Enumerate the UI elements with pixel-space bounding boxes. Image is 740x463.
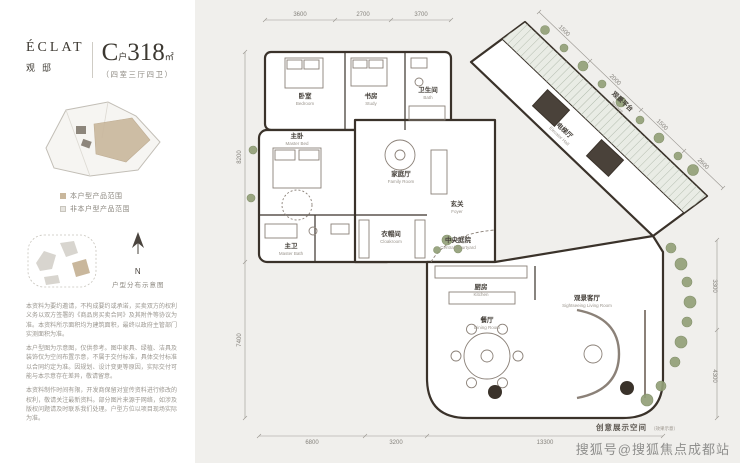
keyplan-core xyxy=(80,138,92,149)
header-divider xyxy=(91,42,93,78)
svg-text:7400: 7400 xyxy=(237,333,243,347)
room-label-family: 家庭厅 xyxy=(391,169,411,178)
room-label-courtyard: 中央庭院 xyxy=(445,235,472,244)
unit-block: C户318㎡ （四室三厅四卫） xyxy=(102,40,174,80)
elevator-cores xyxy=(531,89,625,177)
keyplan-core xyxy=(76,126,86,134)
room-sublabel-cloak: Cloakroom xyxy=(380,239,402,244)
compass-row: N 户型分布示意图 xyxy=(26,230,181,289)
courtyard-glass-line xyxy=(430,229,496,263)
svg-text:8200: 8200 xyxy=(237,150,243,164)
site-boundary xyxy=(27,234,97,288)
legend-item-other: 非本户型产品范围 xyxy=(60,204,181,214)
keyplan-unit-highlight xyxy=(93,117,151,163)
plan-note-sub: （效果示意） xyxy=(651,425,678,432)
unit-type: C xyxy=(101,39,119,66)
room-sublabel-courtyard: Central Courtyard xyxy=(440,245,476,250)
svg-text:6800: 6800 xyxy=(305,440,319,446)
legend-swatch-other xyxy=(60,206,66,212)
room-label-master-bed: 主卧 xyxy=(291,131,305,140)
columns xyxy=(488,381,634,399)
room-sublabel-foyer: Foyer xyxy=(451,209,463,214)
room-label-living: 观景客厅 xyxy=(574,293,601,302)
site-diagram-block xyxy=(26,233,98,289)
info-panel: ÉCLAT 观邸 C户318㎡ （四室三厅四卫） xyxy=(0,0,195,463)
keyplan-wall-line xyxy=(65,109,91,177)
disclaimer-paragraph-3: 本资料制作时间有限，开发商保留对宣传资料进行修改的权利，敬请关注最新资料。部分图… xyxy=(26,388,177,423)
unit-title: C户318㎡ xyxy=(102,40,174,65)
svg-text:3700: 3700 xyxy=(414,12,428,18)
site-building-highlight xyxy=(72,259,90,277)
room-sublabel-bath-a: Bath xyxy=(423,95,433,100)
unit-layout: （四室三厅四卫） xyxy=(101,70,174,79)
legend-swatch-self xyxy=(60,193,66,199)
room-label-dining: 餐厅 xyxy=(480,315,495,324)
svg-text:1500: 1500 xyxy=(557,24,571,38)
unit-area: 318 xyxy=(127,39,165,66)
legend-item-self: 本户型产品范围 xyxy=(60,191,181,201)
keyplan-legend: 本户型产品范围 非本户型产品范围 xyxy=(60,191,181,214)
disclaimer-paragraph-2: 本户型图为示意图，仅供参考。图中家具、绿植、洁具及装饰仅为空间布置示意，不属于交… xyxy=(26,346,177,381)
room-label-cloak: 衣帽间 xyxy=(381,229,401,238)
brand-logo: ÉCLAT xyxy=(26,40,85,55)
room-sublabel-study: Study xyxy=(365,101,377,106)
svg-text:1500: 1500 xyxy=(655,118,669,132)
north-arrow xyxy=(132,232,145,248)
watermark: 搜狐号@搜狐焦点成都站 xyxy=(575,442,730,457)
plants xyxy=(246,25,699,407)
north-block: N 户型分布示意图 xyxy=(112,230,165,289)
keyplan xyxy=(32,96,181,185)
floorplan: 卧室 Bedroom 书房 Study 卫生间 Bath 家庭厅 Family … xyxy=(237,9,726,446)
terrace-hatch xyxy=(501,21,708,214)
unit-area-unit: ㎡ xyxy=(164,52,174,62)
site-diagram xyxy=(27,234,97,288)
room-sublabel-master-bed: Master Bed xyxy=(285,141,309,146)
furniture xyxy=(264,57,646,400)
room-sublabel-kitchen: Kitchen xyxy=(473,292,489,297)
unit-type-suffix: 户 xyxy=(118,52,128,62)
room-label-study: 书房 xyxy=(365,91,379,100)
site-building xyxy=(60,241,78,257)
legend-label-self: 本户型产品范围 xyxy=(70,193,123,200)
brand-block: ÉCLAT 观邸 xyxy=(26,40,85,74)
svg-text:3300: 3300 xyxy=(711,279,717,293)
room-label-master-bath: 主卫 xyxy=(285,241,299,250)
panel-header: ÉCLAT 观邸 C户318㎡ （四室三厅四卫） xyxy=(26,40,181,80)
north-label: N xyxy=(134,267,142,276)
keyplan-diagram xyxy=(45,101,161,177)
site-building xyxy=(44,275,60,285)
brand-subtitle: 观邸 xyxy=(26,63,59,73)
plan-note: 创意展示空间 xyxy=(595,422,647,432)
svg-text:4300: 4300 xyxy=(711,369,717,383)
keyplan-caption: 户型分布示意图 xyxy=(112,282,165,289)
dimensions xyxy=(242,9,726,439)
legend-label-other: 非本户型产品范围 xyxy=(70,206,130,213)
room-label-foyer: 玄关 xyxy=(451,199,465,208)
svg-text:13300: 13300 xyxy=(537,440,554,446)
room-sublabel-master-bath: Master Bath xyxy=(279,251,304,256)
room-sublabel-bedroom-a: Bedroom xyxy=(296,101,315,106)
plan-walls xyxy=(257,20,709,420)
room-label-kitchen: 厨房 xyxy=(475,282,489,291)
room-sublabel-dining: Dining Room xyxy=(474,325,500,330)
svg-text:3600: 3600 xyxy=(293,12,307,18)
interior-walls xyxy=(259,52,536,300)
room-label-bedroom-a: 卧室 xyxy=(299,91,313,100)
svg-text:3200: 3200 xyxy=(389,440,403,446)
svg-text:2000: 2000 xyxy=(608,73,622,87)
svg-text:2700: 2700 xyxy=(356,12,370,18)
room-sublabel-family: Family Room xyxy=(388,179,415,184)
plan-area: 卧室 Bedroom 书房 Study 卫生间 Bath 家庭厅 Family … xyxy=(195,0,740,463)
disclaimer-paragraph-1: 本资料为要约邀请，不构成要约或承诺，买卖双方的权利义务以双方签署的《商品房买卖合… xyxy=(26,304,177,338)
room-label-bath-a: 卫生间 xyxy=(418,85,438,94)
disclaimer: 本资料为要约邀请，不构成要约或承诺，买卖双方的权利义务以双方签署的《商品房买卖合… xyxy=(26,303,181,425)
north-arrow-icon xyxy=(132,232,145,254)
site-building xyxy=(36,251,56,271)
room-sublabel-living: Sightseeing Living Room xyxy=(562,303,612,308)
